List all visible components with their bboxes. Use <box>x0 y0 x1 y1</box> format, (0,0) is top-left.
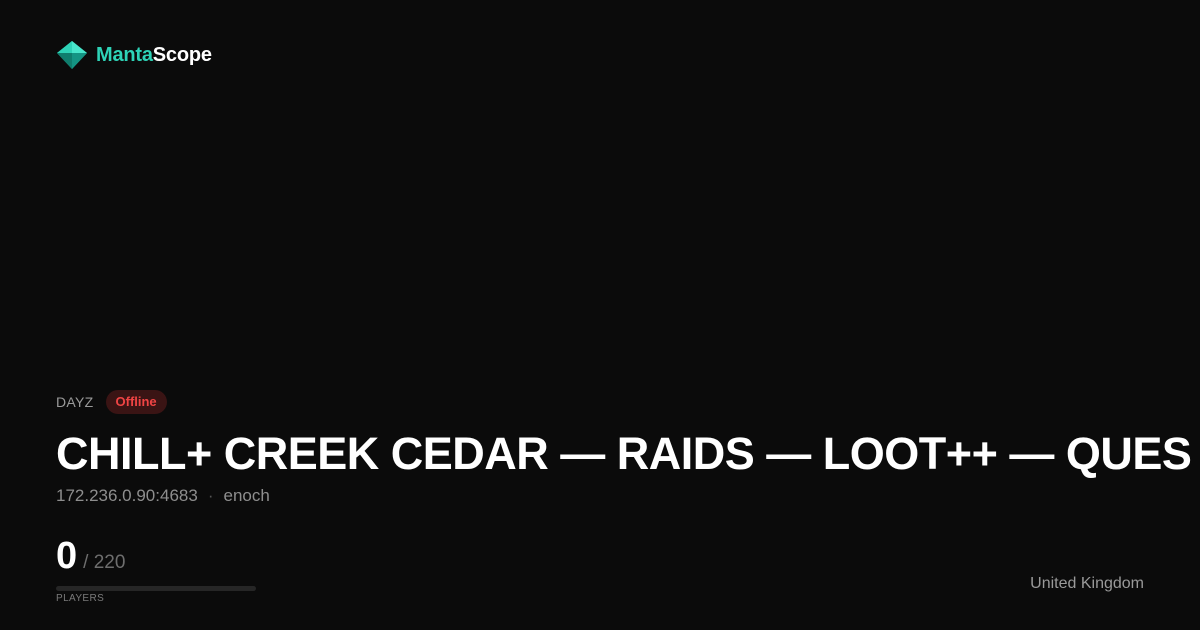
brand-name: MantaScope <box>96 40 212 70</box>
players-current: 0 <box>56 535 78 577</box>
brand-logo-lockup[interactable]: MantaScope <box>56 40 212 70</box>
manta-diamond-icon <box>57 41 87 69</box>
server-country: United Kingdom <box>1030 575 1144 592</box>
brand-name-rest: Scope <box>152 44 212 66</box>
server-address: 172.236.0.90:4683 <box>56 486 198 505</box>
player-count: 0 / 220 <box>56 534 125 578</box>
players-label: PLAYERS <box>56 593 105 604</box>
players-max: / 220 <box>83 552 126 573</box>
player-capacity-bar <box>56 586 256 591</box>
game-label: DAYZ <box>56 394 94 410</box>
server-title: CHILL+ CREEK CEDAR — RAIDS — LOOT++ — QU… <box>56 428 1192 479</box>
server-connection-row: 172.236.0.90:4683 · enoch <box>56 485 270 507</box>
status-badge: Offline <box>105 390 167 414</box>
separator-dot: · <box>207 486 214 505</box>
brand-name-accent: Manta <box>96 44 153 66</box>
server-meta-row: DAYZ Offline <box>56 390 167 414</box>
server-map: enoch <box>223 486 270 505</box>
